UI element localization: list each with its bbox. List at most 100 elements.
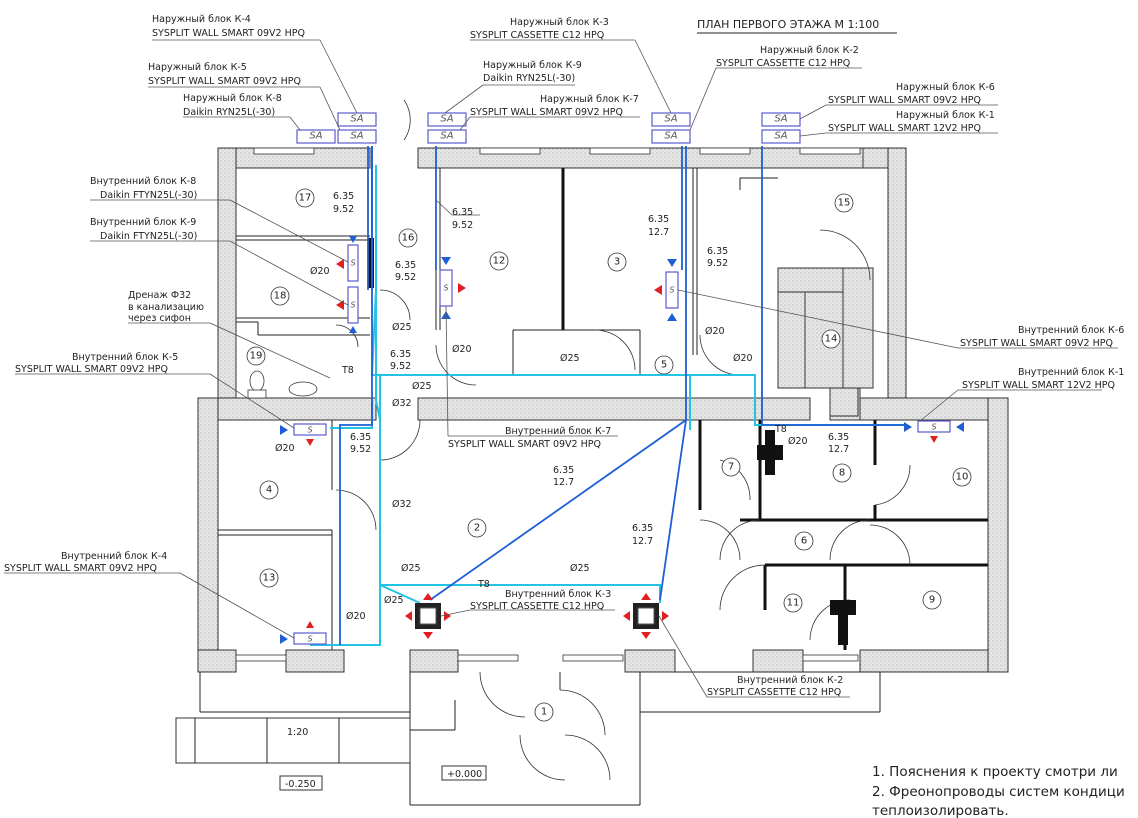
svg-text:9.52: 9.52 [395,272,416,283]
svg-text:SA: SA [440,114,453,125]
pipe-size-labels: 6.35 9.52 6.35 9.52 6.35 9.52 6.35 12.7 … [275,191,849,622]
indoor-k7-model: SYSPLIT WALL SMART 09V2 HPQ [448,439,601,450]
room-15: 15 [838,198,851,209]
indoor-unit-k3 [405,593,451,639]
door-swings [335,99,911,781]
indoor-unit-k1: S [904,420,964,443]
room-19: 19 [250,351,263,362]
svg-text:Ø20: Ø20 [705,326,725,337]
room-17: 17 [299,193,312,204]
indoor-k2-name: Внутренний блок К-2 [737,675,843,686]
svg-text:12.7: 12.7 [632,536,653,547]
svg-text:Ø20: Ø20 [310,266,330,277]
indoor-k1-model: SYSPLIT WALL SMART 12V2 HPQ [962,380,1115,391]
leader-lines [4,39,1118,698]
svg-text:SA: SA [664,131,677,142]
room-12: 12 [493,256,506,267]
svg-text:Ø25: Ø25 [401,563,421,574]
outdoor-unit-k3: SA [651,112,691,127]
outdoor-k7-model: SYSPLIT WALL SMART 09V2 HPQ [470,107,623,118]
windows [235,147,861,662]
svg-text:SA: SA [440,131,453,142]
outdoor-k5-model: SYSPLIT WALL SMART 09V2 HPQ [148,76,301,87]
indoor-k5-name: Внутренний блок К-5 [72,352,178,363]
outdoor-k9-name: Наружный блок К-9 [483,60,582,71]
indoor-k5-model: SYSPLIT WALL SMART 09V2 HPQ [15,364,168,375]
indoor-k3-name: Внутренний блок К-3 [505,589,611,600]
room-7: 7 [728,462,734,473]
indoor-k4-model: SYSPLIT WALL SMART 09V2 HPQ [4,563,157,574]
room-14: 14 [825,334,838,345]
columns [368,238,856,645]
outdoor-k8-name: Наружный блок К-8 [183,93,282,104]
outdoor-unit-k9: SA [427,112,467,127]
svg-text:T8: T8 [477,579,490,590]
svg-text:Ø20: Ø20 [275,443,295,454]
partitions [199,168,988,806]
indoor-k9-name: Внутренний блок К-9 [90,217,196,228]
svg-text:S: S [307,426,312,435]
svg-text:9.52: 9.52 [390,361,411,372]
room-numbers [246,188,972,722]
outdoor-k3-model: SYSPLIT CASSETTE C12 HPQ [470,30,604,41]
indoor-unit-labels: Внутренний блок К-8 Daikin FTYN25L(-30) … [4,176,1124,698]
room-2: 2 [474,523,480,534]
outdoor-unit-k2: SA [651,129,691,144]
room-1: 1 [541,707,547,718]
outdoor-unit-k1: SA [761,129,801,144]
outdoor-k1-name: Наружный блок К-1 [896,110,995,121]
room-6: 6 [801,536,807,547]
room-11: 11 [787,598,800,609]
room-4: 4 [266,485,272,496]
indoor-k1-name: Внутренний блок К-1 [1018,367,1124,378]
indoor-unit-k4: S [280,621,327,645]
svg-text:S: S [350,301,355,310]
svg-text:9.52: 9.52 [707,258,728,269]
outdoor-k2-model: SYSPLIT CASSETTE C12 HPQ [716,58,850,69]
svg-text:SA: SA [774,114,787,125]
general-notes: 1. Пояснения к проекту смотри ли 2. Фрео… [872,764,1125,818]
room-10: 10 [956,472,969,483]
indoor-units: S S S S S [280,236,964,645]
shaft [829,387,859,417]
svg-text:12.7: 12.7 [648,227,669,238]
outdoor-k6-model: SYSPLIT WALL SMART 09V2 HPQ [828,95,981,106]
svg-text:Ø25: Ø25 [384,595,404,606]
svg-text:Ø20: Ø20 [788,436,808,447]
outdoor-unit-k4: SA [337,112,377,127]
note-2: 2. Фреонопроводы систем кондици [872,784,1125,800]
svg-text:Ø20: Ø20 [733,353,753,364]
room-8: 8 [839,468,845,479]
outdoor-k4-model: SYSPLIT WALL SMART 09V2 HPQ [152,28,305,39]
svg-text:6.35: 6.35 [333,191,354,202]
indoor-unit-k9: S [336,286,359,333]
svg-text:S: S [307,635,312,644]
indoor-k9-model: Daikin FTYN25L(-30) [100,231,197,242]
outdoor-k2-name: Наружный блок К-2 [760,45,859,56]
room-3: 3 [614,257,620,268]
indoor-k3-model: SYSPLIT CASSETTE C12 HPQ [470,601,604,612]
svg-text:9.52: 9.52 [350,444,371,455]
svg-text:Ø32: Ø32 [392,499,412,510]
indoor-unit-k5: S [280,423,327,446]
room-5: 5 [661,360,667,371]
ramp-slope: 1:20 [287,727,308,738]
outdoor-k1-model: SYSPLIT WALL SMART 12V2 HPQ [828,123,981,134]
svg-text:6.35: 6.35 [390,349,411,360]
svg-text:S: S [350,259,355,268]
svg-text:Ø25: Ø25 [560,353,580,364]
indoor-k8-model: Daikin FTYN25L(-30) [100,190,197,201]
svg-text:6.35: 6.35 [632,523,653,534]
svg-text:6.35: 6.35 [828,432,849,443]
indoor-k6-name: Внутренний блок К-6 [1018,325,1124,336]
room-16: 16 [402,233,415,244]
svg-text:T8: T8 [774,424,787,435]
svg-text:SA: SA [664,114,677,125]
room-9: 9 [929,595,935,606]
svg-text:T8: T8 [341,365,354,376]
outdoor-unit-k5: SA [337,129,377,144]
svg-text:Ø25: Ø25 [392,322,412,333]
svg-text:Ø32: Ø32 [392,398,412,409]
note-1: 1. Пояснения к проекту смотри ли [872,764,1118,780]
indoor-unit-k2 [623,593,669,639]
